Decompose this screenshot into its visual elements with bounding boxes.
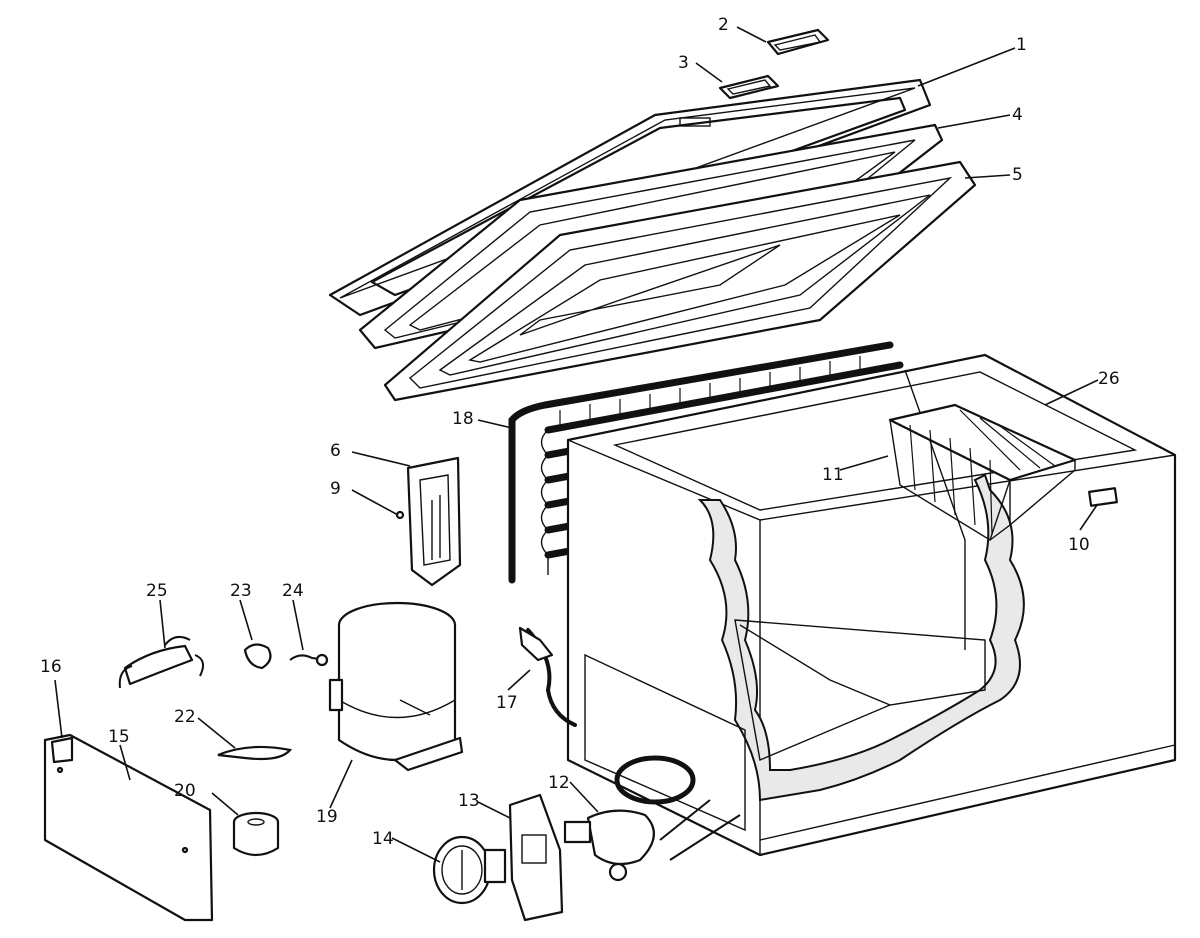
callout-10: 10 (1068, 535, 1090, 555)
callout-3: 3 (678, 53, 689, 73)
callout-2: 2 (718, 15, 729, 35)
callout-1: 1 (1016, 35, 1027, 55)
freezer-cabinet (566, 353, 1177, 857)
control-bracket (508, 793, 564, 922)
thermostat-bracket (395, 456, 462, 587)
callout-19: 19 (316, 807, 338, 827)
leader-lines (54, 26, 1099, 863)
callout-9: 9 (330, 479, 341, 499)
callout-16: 16 (40, 657, 62, 677)
temperature-control (432, 835, 507, 905)
power-cord (518, 626, 577, 727)
drain-hose (614, 755, 696, 805)
serial-label (1088, 487, 1118, 507)
callout-6: 6 (330, 441, 341, 461)
capacitor-clip (118, 635, 205, 689)
wire-basket (888, 403, 1077, 542)
callout-24: 24 (282, 581, 304, 601)
lid-liner (383, 160, 977, 402)
compressor (328, 601, 464, 772)
condenser-coil (508, 341, 904, 584)
hinge-insert (718, 74, 780, 100)
relay-wire (289, 653, 329, 667)
wire-clip (217, 745, 293, 761)
callout-18: 18 (452, 409, 474, 429)
callout-25: 25 (146, 581, 168, 601)
callout-23: 23 (230, 581, 252, 601)
callout-22: 22 (174, 707, 196, 727)
relay-starter (563, 799, 741, 882)
overload-protector (243, 643, 272, 670)
callout-13: 13 (458, 791, 480, 811)
grommet (232, 811, 280, 857)
callout-17: 17 (496, 693, 518, 713)
callout-14: 14 (372, 829, 394, 849)
callout-20: 20 (174, 781, 196, 801)
access-panel (43, 733, 214, 922)
hinge-cover (766, 28, 830, 56)
callout-11: 11 (822, 465, 844, 485)
callout-4: 4 (1012, 105, 1023, 125)
callout-12: 12 (548, 773, 570, 793)
callout-15: 15 (108, 727, 130, 747)
callout-26: 26 (1098, 369, 1120, 389)
callout-5: 5 (1012, 165, 1023, 185)
